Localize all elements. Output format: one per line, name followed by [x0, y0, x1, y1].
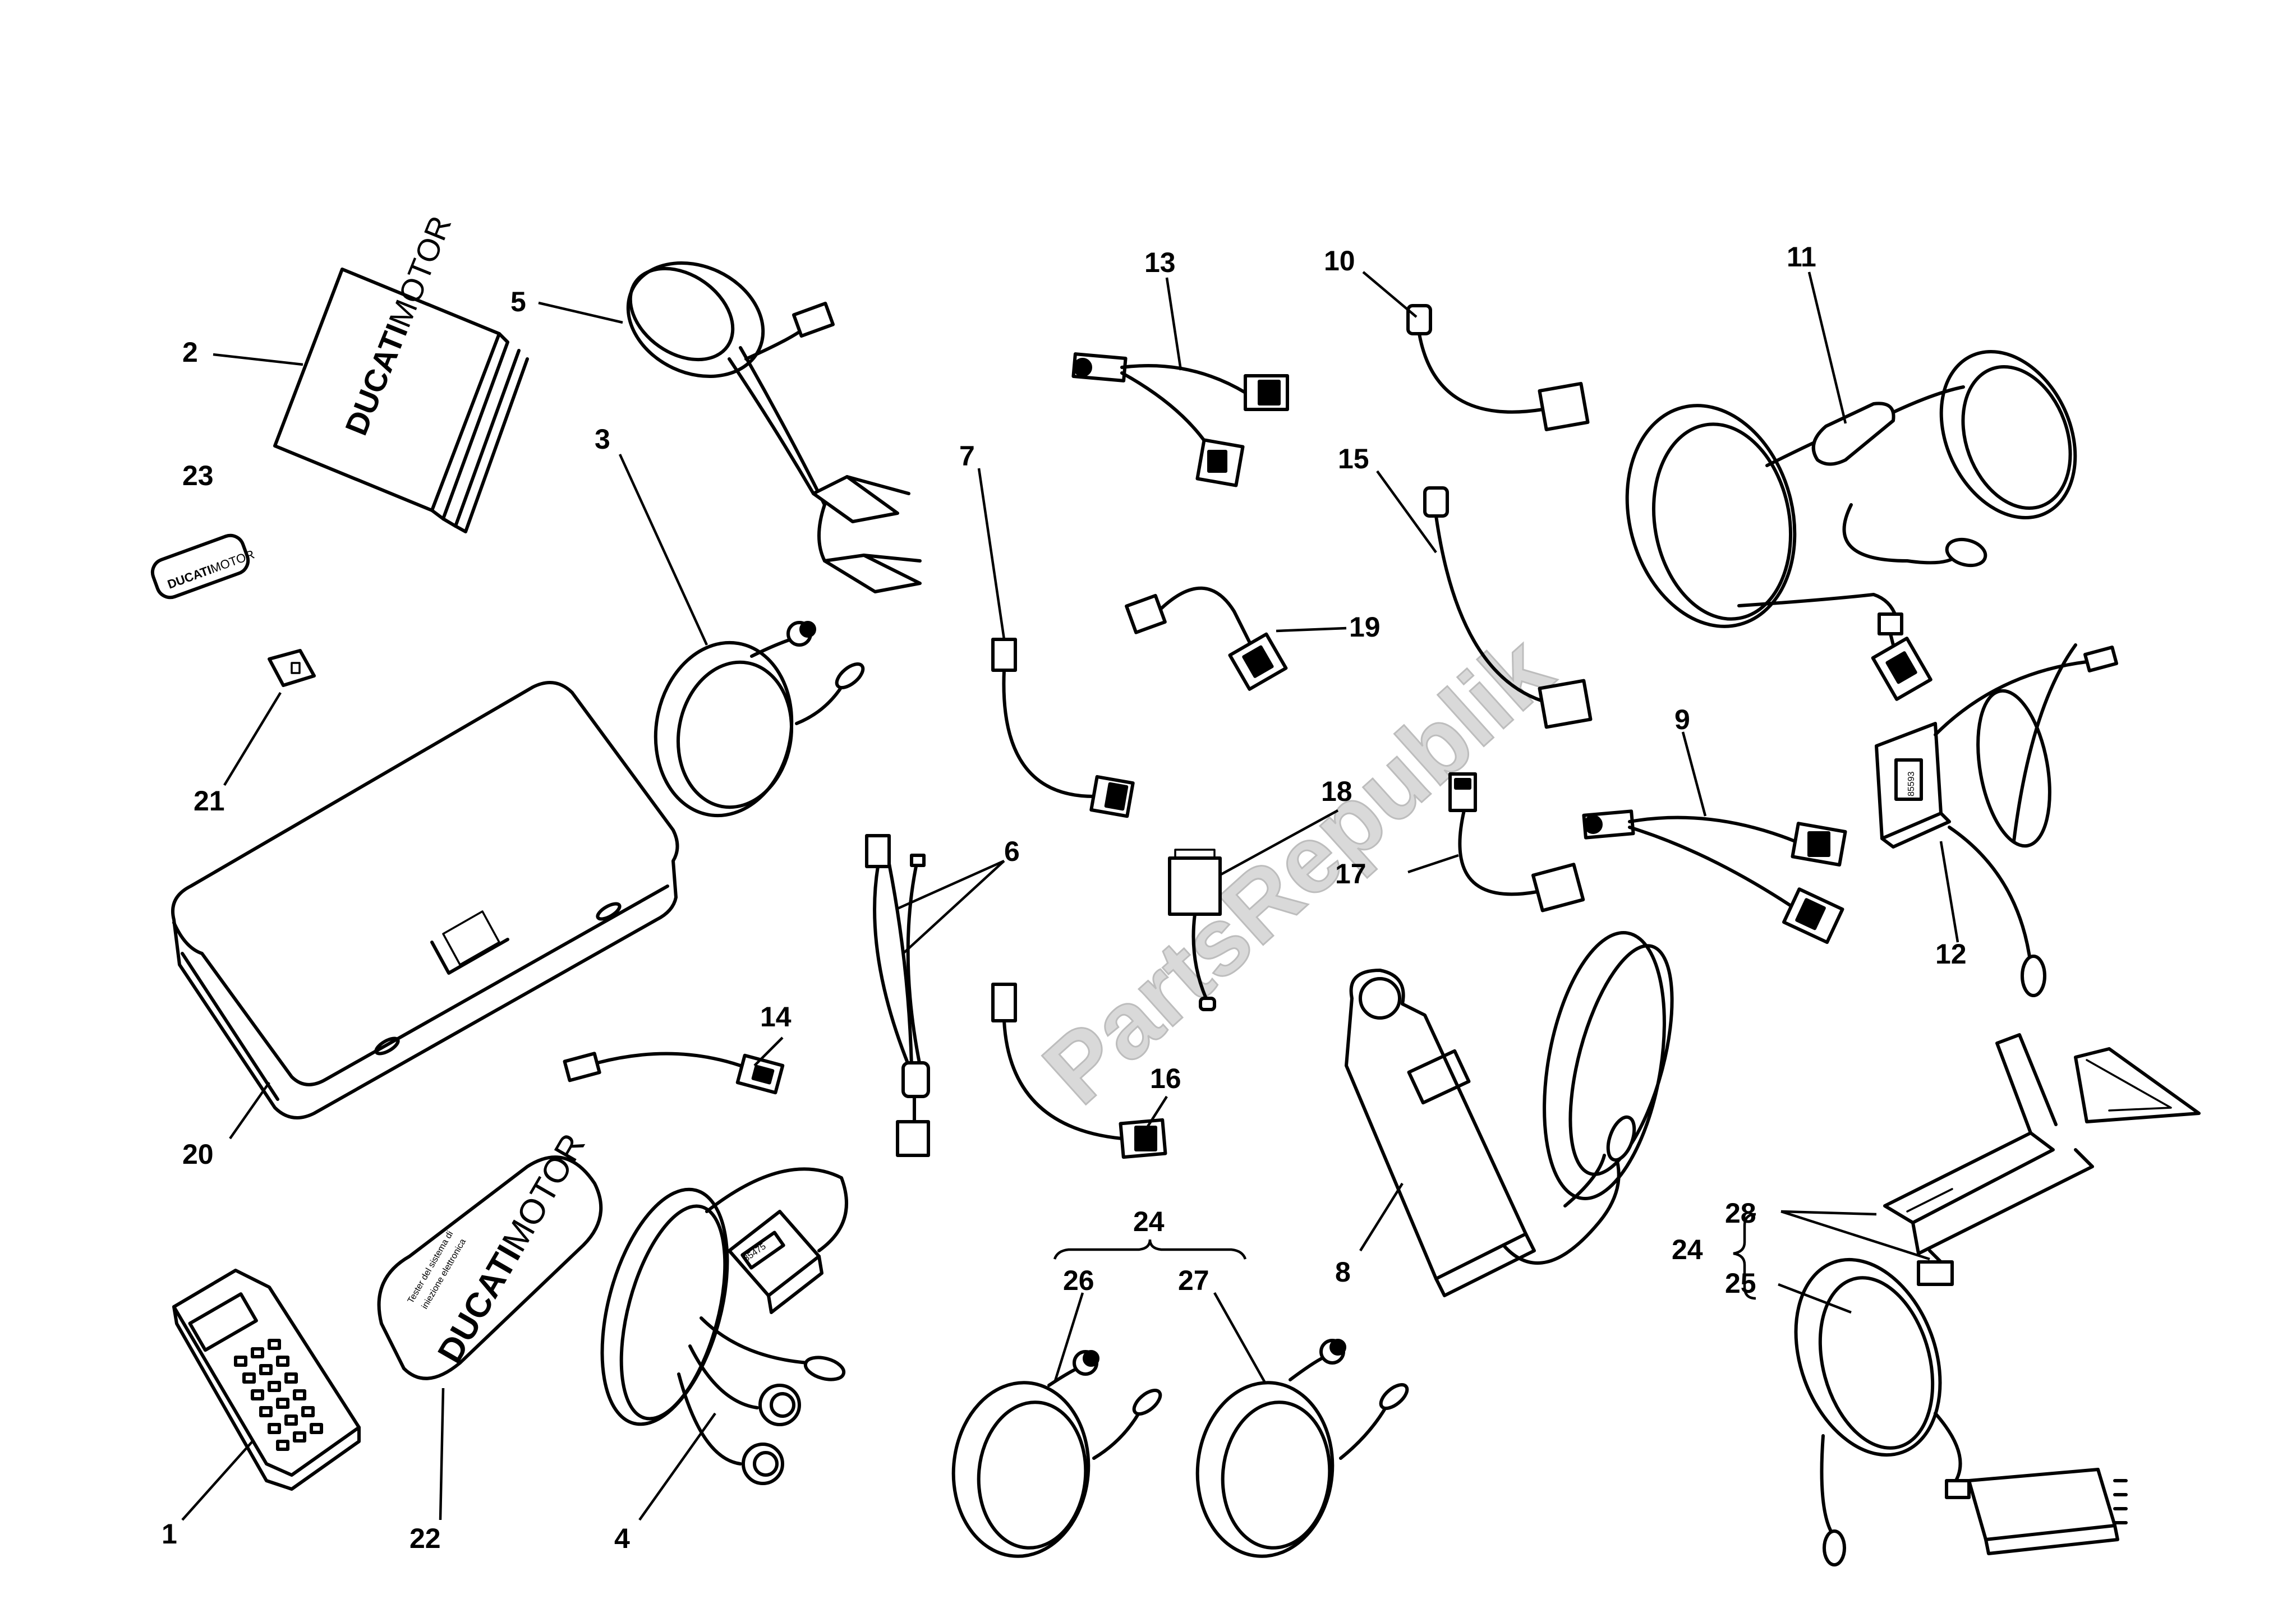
part-28-bracket — [1883, 1033, 2201, 1286]
callout-4: 4 — [614, 1523, 630, 1554]
part-2-manual: DUCATIMOTOR — [273, 211, 529, 533]
callout-14: 14 — [760, 1001, 792, 1033]
part-14-adapter — [563, 1052, 785, 1095]
part-26-cable — [951, 1350, 1162, 1558]
callout-18: 18 — [1321, 776, 1352, 807]
callout-20: 20 — [182, 1139, 214, 1170]
part-23-sticker: DUCATIMOTOR — [150, 533, 256, 600]
callout-13: 13 — [1144, 247, 1176, 278]
callout-21: 21 — [194, 785, 225, 817]
part-1-handheld-tester — [172, 1269, 361, 1491]
callout-10: 10 — [1324, 245, 1355, 277]
part-10-adapter — [1406, 304, 1590, 431]
callout-28: 28 — [1725, 1197, 1756, 1229]
callout-3: 3 — [595, 423, 610, 455]
callout-19: 19 — [1349, 611, 1381, 643]
callout-11: 11 — [1787, 241, 1816, 273]
callout-7: 7 — [959, 440, 975, 472]
callout-16: 16 — [1150, 1063, 1181, 1094]
part-16-adapter — [991, 983, 1167, 1159]
callout-27: 27 — [1178, 1265, 1209, 1296]
callout-12: 12 — [1935, 938, 1967, 970]
callout-6: 6 — [1004, 836, 1020, 867]
part-11-sensor-cable — [1625, 350, 2077, 701]
part-21-clip — [268, 649, 316, 687]
callout-9: 9 — [1674, 704, 1690, 735]
callout-17: 17 — [1335, 858, 1366, 890]
part-17-adapter — [1448, 772, 1585, 913]
part-9-y-cable — [1582, 809, 1847, 944]
callout-8: 8 — [1335, 1256, 1351, 1288]
part-7-adapter — [991, 638, 1135, 818]
part-12-box-cable: 85593 — [1875, 643, 2119, 997]
part-27-cable — [1195, 1339, 1409, 1558]
part-18-connector — [1168, 849, 1222, 1011]
part-22-pouch: Tester del sistema di iniezione elettron… — [377, 1127, 603, 1380]
part-8-current-clamp — [1345, 931, 1674, 1297]
callout-24-side: 24 — [1672, 1234, 1703, 1265]
callout-1: 1 — [162, 1518, 177, 1550]
part-5-clamp-cable — [626, 261, 922, 593]
part-20-case — [171, 681, 679, 1119]
callout-24-top: 24 — [1133, 1206, 1165, 1237]
part-3-cable — [654, 621, 865, 818]
callout-numbers: 1 2 3 4 5 6 7 8 9 10 11 12 13 14 15 16 1… — [162, 241, 1967, 1554]
part-13-y-cable — [1071, 352, 1289, 487]
callout-25: 25 — [1725, 1268, 1756, 1299]
callout-26: 26 — [1063, 1265, 1094, 1296]
callout-2: 2 — [182, 337, 198, 368]
part-25-module-cable — [1794, 1257, 2128, 1566]
watermark: PartsRepublik — [1024, 616, 1572, 1124]
callout-22: 22 — [409, 1523, 441, 1554]
part-15-adapter — [1423, 486, 1593, 729]
leader-lines — [181, 271, 1959, 1521]
part-4-cable-box: 85475 — [600, 1167, 848, 1485]
callout-15: 15 — [1338, 443, 1369, 474]
part-19-adapter — [1125, 586, 1288, 691]
part-6-split-cable — [865, 834, 930, 1157]
box-12-label: 85593 — [1907, 771, 1916, 796]
callout-5: 5 — [510, 286, 526, 317]
callout-23: 23 — [182, 460, 214, 491]
